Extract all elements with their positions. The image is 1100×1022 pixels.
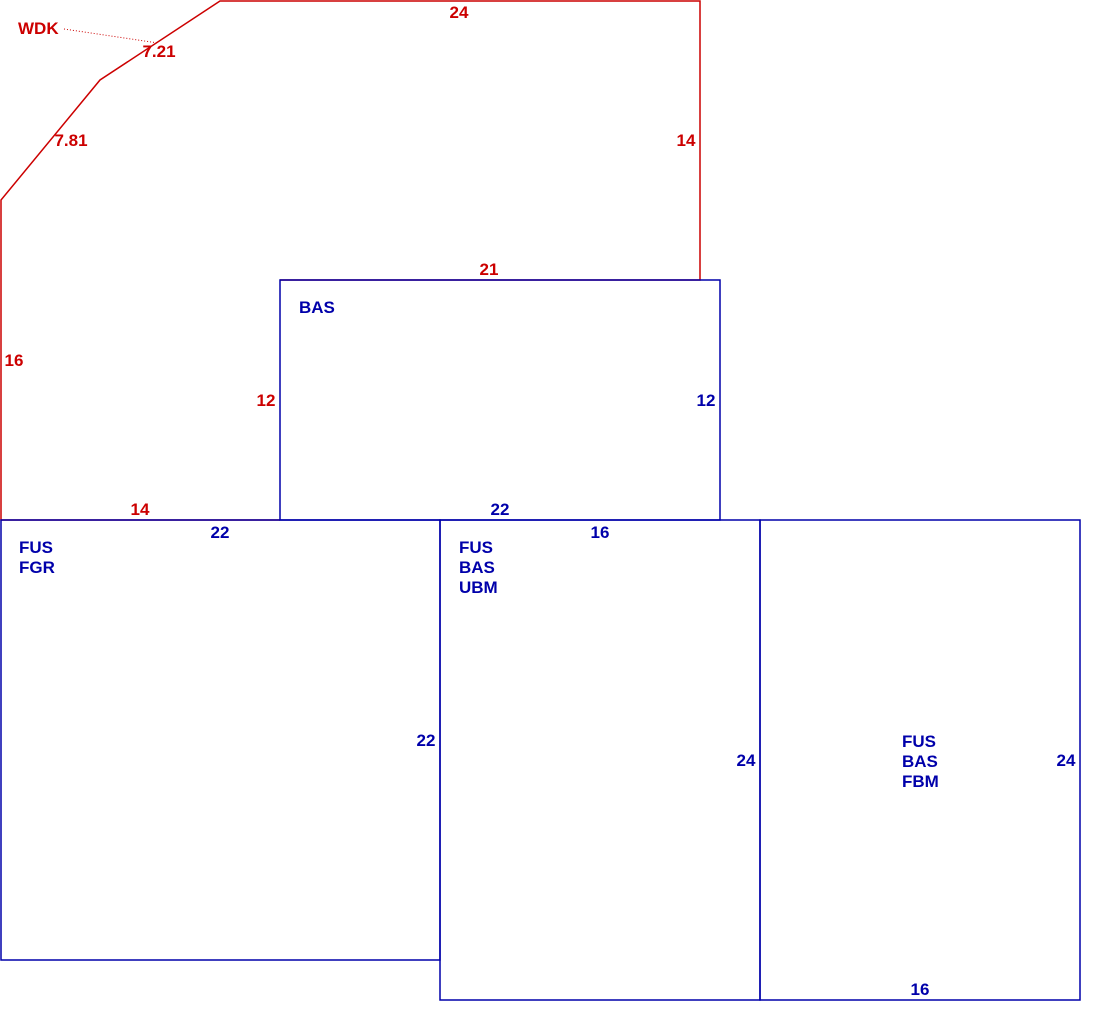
- deck-dim-inner-left: 12: [257, 391, 276, 410]
- deck-dim-left: 16: [5, 351, 24, 370]
- section-bas-upper: [279, 279, 721, 521]
- fus-bas-ubm-dim-right: 24: [737, 751, 756, 770]
- deck-outline: [0, 0, 701, 521]
- fus-bas-fbm-dim-right: 24: [1057, 751, 1076, 770]
- fus-bas-fbm-dim-bottom: 16: [911, 980, 930, 999]
- deck-dim-top: 24: [450, 3, 469, 22]
- deck-dim-right: 14: [677, 131, 696, 150]
- bas-upper-dim-bottom: 22: [491, 500, 510, 519]
- section-fus-fgr: [0, 519, 441, 961]
- fus-fgr-code-1: FUS: [19, 538, 53, 557]
- deck-dim-bottom: 14: [131, 500, 150, 519]
- section-fus-bas-fbm: [759, 519, 1081, 1001]
- bas-upper-dim-right: 12: [697, 391, 716, 410]
- fus-fgr-code-2: FGR: [19, 558, 55, 577]
- deck-dim-inner-top: 21: [480, 260, 499, 279]
- fus-bas-ubm-code-1: FUS: [459, 538, 493, 557]
- fus-bas-ubm-code-2: BAS: [459, 558, 495, 577]
- fus-bas-ubm-code-3: UBM: [459, 578, 498, 597]
- fus-bas-ubm-dim-top: 16: [591, 523, 610, 542]
- fus-bas-fbm-code-2: BAS: [902, 752, 938, 771]
- fus-bas-fbm-code-3: FBM: [902, 772, 939, 791]
- deck-dim-diagonal-lower: 7.81: [54, 131, 87, 150]
- deck-code-leader: [63, 28, 159, 44]
- fus-fgr-dim-top: 22: [211, 523, 230, 542]
- deck-code: WDK: [18, 19, 59, 38]
- fus-fgr-dim-right: 22: [417, 731, 436, 750]
- fus-bas-fbm-code-1: FUS: [902, 732, 936, 751]
- bas-upper-code: BAS: [299, 298, 335, 317]
- deck-dim-diagonal-upper: 7.21: [142, 42, 175, 61]
